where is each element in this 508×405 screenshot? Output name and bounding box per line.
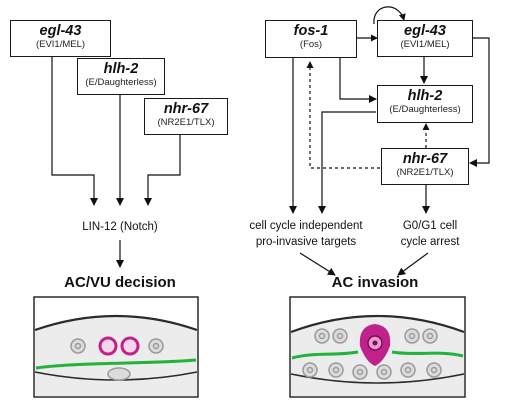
ortholog-label: (EVI1/MEL) xyxy=(35,38,86,50)
left-cell-panel xyxy=(33,296,199,398)
targets-line-2: pro-invasive targets xyxy=(255,235,357,248)
right-egl43-box: egl-43 (EVI1/MEL) xyxy=(377,20,473,57)
gene-name: egl-43 xyxy=(404,23,446,39)
arrow-egl43-to-nhr67 xyxy=(469,37,490,167)
arrow-fos1-to-hlh2 xyxy=(339,58,377,103)
targets-line-1: cell cycle independent xyxy=(249,220,363,232)
ac-invasion-title: AC invasion xyxy=(331,274,419,291)
ortholog-label: (NR2E1/TLX) xyxy=(396,166,454,178)
dashed-nhr67-to-fos1 xyxy=(306,61,380,169)
right-nhr67-box: nhr-67 (NR2E1/TLX) xyxy=(381,148,469,185)
gene-name: egl-43 xyxy=(39,23,82,39)
left-hlh2-box: hlh-2 (E/Daughterless) xyxy=(77,58,165,95)
right-cell-panel xyxy=(289,296,466,398)
arrow-hlh2-to-targets xyxy=(318,111,376,214)
left-vu-cells xyxy=(70,338,164,381)
arrest-line-2: cycle arrest xyxy=(400,235,460,248)
ac-vu-decision-title: AC/VU decision xyxy=(64,274,176,291)
right-vu-cells xyxy=(302,328,442,380)
left-ac-vu-competing-cells xyxy=(98,336,140,356)
pro-invasive-targets-label: cell cycle independent pro-invasive targ… xyxy=(236,219,376,250)
right-fos1-box: fos-1 (Fos) xyxy=(265,20,357,58)
gene-name: hlh-2 xyxy=(103,61,139,77)
right-hlh2-box: hlh-2 (E/Daughterless) xyxy=(377,85,473,123)
arrow-arrest-to-invasion xyxy=(397,252,429,276)
ortholog-label: (E/Daughterless) xyxy=(389,103,461,115)
arrest-line-1: G0/G1 cell xyxy=(402,220,458,232)
gene-name: nhr-67 xyxy=(163,101,209,117)
arrow-egl43-to-lin12 xyxy=(51,56,98,206)
ortholog-label: (EVI1/MEL) xyxy=(400,38,450,50)
right-arrows xyxy=(289,6,490,276)
cell-cycle-arrest-label: G0/G1 cell cycle arrest xyxy=(388,219,472,250)
lin12-notch-label: LIN-12 (Notch) xyxy=(82,221,158,233)
left-egl43-box: egl-43 (EVI1/MEL) xyxy=(10,20,111,57)
ortholog-label: (NR2E1/TLX) xyxy=(157,116,215,128)
left-nhr67-box: nhr-67 (NR2E1/TLX) xyxy=(144,98,228,135)
gene-name: fos-1 xyxy=(293,23,329,39)
ortholog-label: (Fos) xyxy=(299,38,323,50)
anchor-cell-invading xyxy=(359,324,391,366)
gene-name: nhr-67 xyxy=(402,151,448,167)
gene-name: hlh-2 xyxy=(407,88,443,104)
right-basement-membrane-breached xyxy=(291,350,464,360)
left-basement-membrane xyxy=(35,358,197,370)
self-loop-egl43 xyxy=(373,6,406,25)
arrow-targets-to-invasion xyxy=(299,252,336,276)
arrow-nhr67-to-lin12 xyxy=(144,135,181,206)
left-arrows xyxy=(51,56,181,268)
ortholog-label: (E/Daughterless) xyxy=(85,76,157,88)
